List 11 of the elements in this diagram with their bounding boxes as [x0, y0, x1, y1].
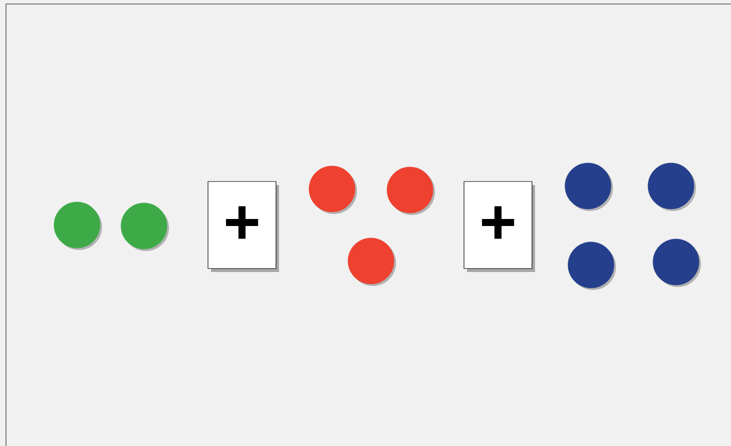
dot [568, 242, 616, 290]
dot [648, 162, 696, 211]
dot [120, 202, 169, 251]
plus-card: + [464, 181, 535, 272]
plus-card: + [208, 181, 279, 272]
dot [308, 166, 357, 214]
dot [652, 238, 701, 287]
dot [348, 238, 396, 286]
dot [386, 166, 435, 215]
dot [54, 202, 102, 250]
dot [564, 162, 613, 211]
